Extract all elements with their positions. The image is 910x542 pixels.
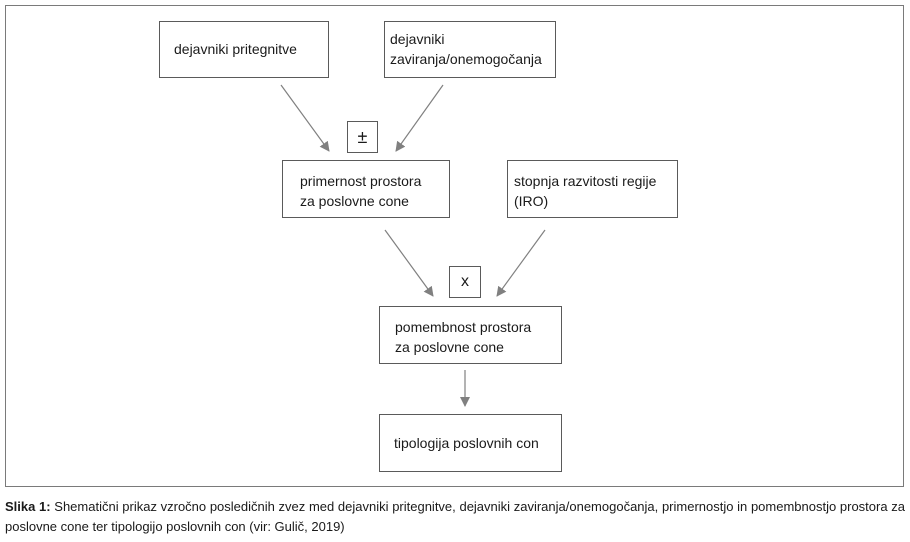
- box-primernost-prostora: primernost prostora za poslovne cone: [282, 160, 450, 218]
- box-tipologija-con: tipologija poslovnih con: [379, 414, 562, 472]
- arrow-zaviranja-to-primernost: [395, 84, 444, 152]
- box-label: dejavniki zaviranja/onemogočanja: [390, 31, 542, 67]
- box-dejavniki-zaviranja: dejavniki zaviranja/onemogočanja: [384, 21, 556, 78]
- box-label: primernost prostora za poslovne cone: [300, 173, 422, 209]
- box-label: pomembnost prostora za poslovne cone: [395, 319, 532, 355]
- arrow-razvitost-to-pomembnost: [496, 229, 546, 297]
- caption-label: Slika 1:: [5, 499, 51, 514]
- box-stopnja-razvitosti: stopnja razvitosti regije (IRO): [507, 160, 678, 218]
- box-label: stopnja razvitosti regije (IRO): [514, 173, 657, 209]
- box-dejavniki-pritegnitve: dejavniki pritegnitve: [159, 21, 329, 78]
- box-label: tipologija poslovnih con: [394, 435, 539, 451]
- figure-frame: [5, 5, 904, 487]
- box-pomembnost-prostora: pomembnost prostora za poslovne cone: [379, 306, 562, 364]
- arrow-primernost-to-pomembnost: [384, 229, 434, 297]
- box-label: dejavniki pritegnitve: [174, 41, 297, 57]
- operator-plus-minus: ±: [347, 121, 378, 153]
- figure-caption: Slika 1: Shematični prikaz vzročno posle…: [5, 497, 905, 537]
- arrow-pritegnitve-to-primernost: [280, 84, 330, 152]
- operator-times: x: [449, 266, 481, 298]
- caption-text: Shematični prikaz vzročno posledičnih zv…: [5, 499, 905, 534]
